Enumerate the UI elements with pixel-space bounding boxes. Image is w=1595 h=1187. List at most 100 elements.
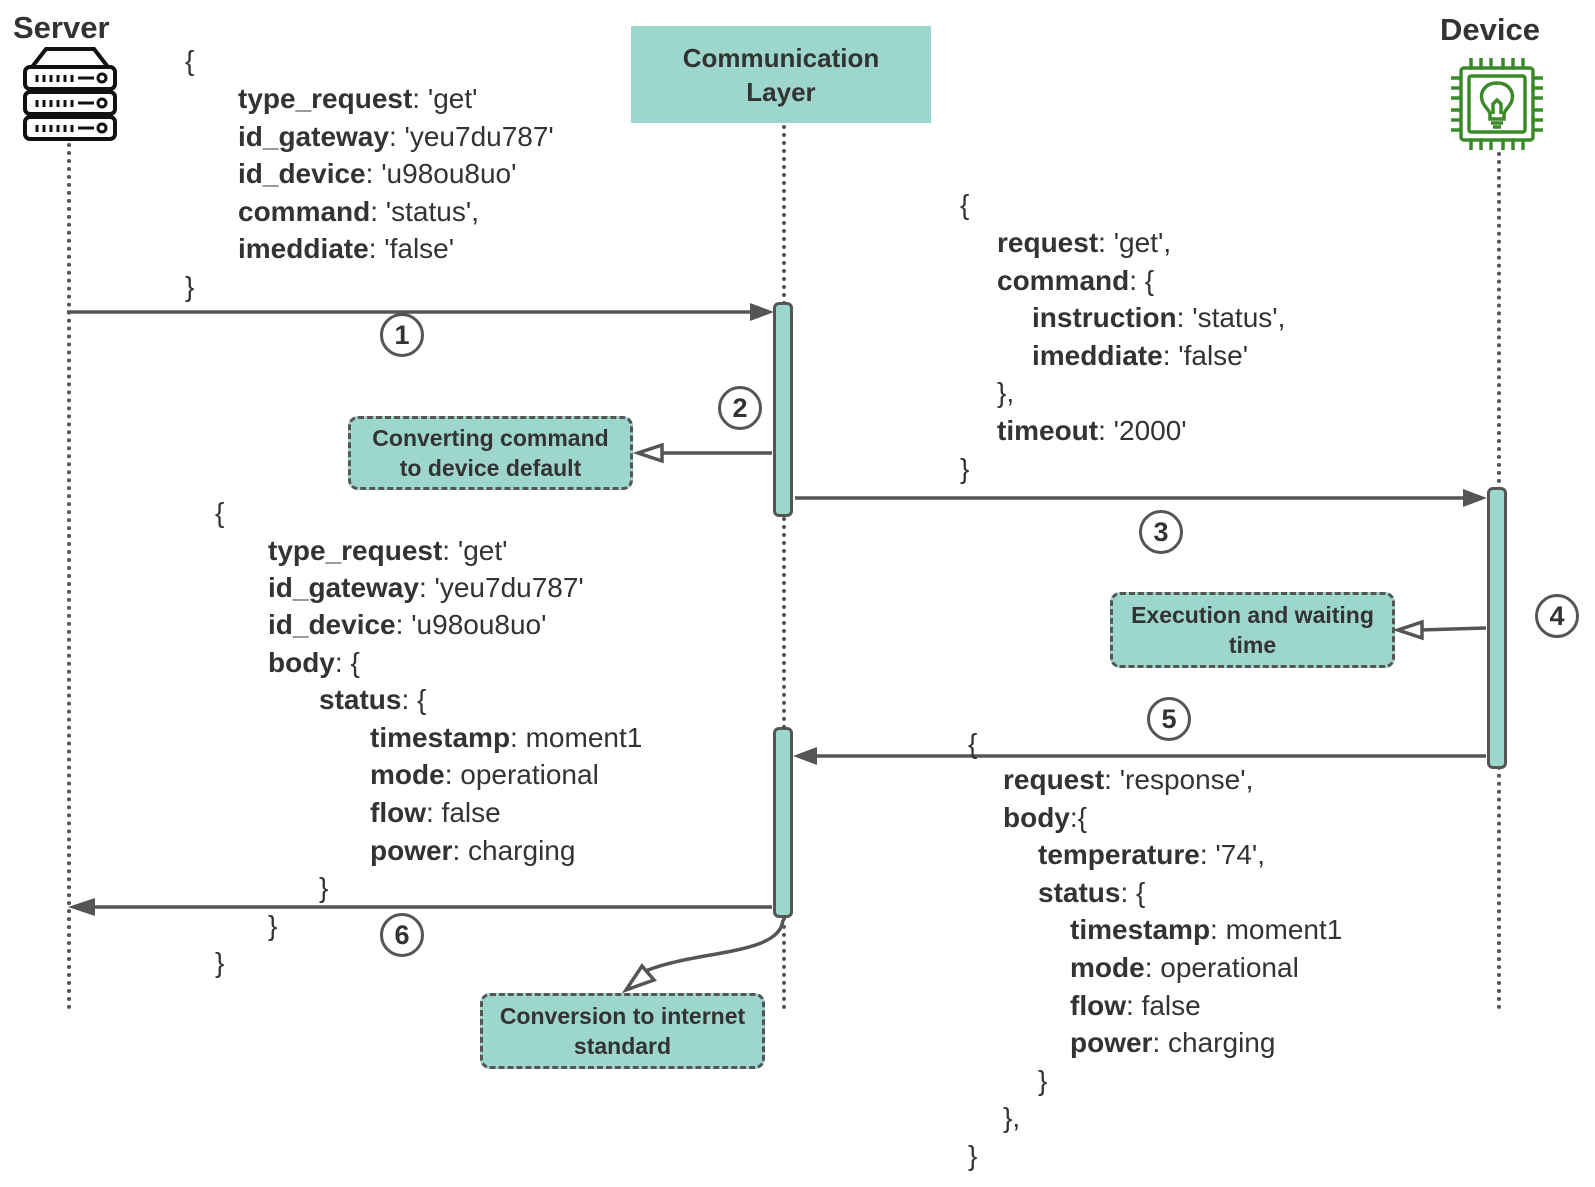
step-1: 1 bbox=[380, 313, 424, 357]
communication-layer-title-line2: Layer bbox=[746, 76, 816, 107]
payload-line: } bbox=[960, 450, 969, 488]
payload-line: type_request: 'get' bbox=[268, 532, 507, 570]
payload-value: : false bbox=[426, 797, 501, 828]
payload-line: { bbox=[960, 186, 969, 224]
payload-key: timestamp bbox=[370, 722, 511, 753]
payload-value: } bbox=[215, 947, 225, 978]
server-icon bbox=[23, 47, 117, 141]
payload-line: } bbox=[215, 944, 224, 982]
server-label: Server bbox=[13, 10, 110, 45]
payload-line: instruction: 'status', bbox=[1032, 299, 1285, 337]
execution-note-line2: time bbox=[1228, 632, 1277, 658]
payload-key: mode bbox=[370, 759, 445, 790]
arrow-4 bbox=[1419, 626, 1487, 632]
payload-key: request bbox=[1003, 764, 1105, 795]
payload-line: flow: false bbox=[1070, 987, 1201, 1025]
comm-activation-1 bbox=[773, 302, 793, 517]
converting-note-line1: Converting command bbox=[372, 425, 609, 451]
communication-layer-box: Communication Layer bbox=[631, 26, 931, 123]
payload-key: timeout bbox=[997, 415, 1099, 446]
payload-line: body: { bbox=[268, 644, 360, 682]
payload-value: : 'status', bbox=[1176, 302, 1286, 333]
payload-value: { bbox=[185, 45, 195, 76]
payload-value: : 'status', bbox=[370, 196, 479, 227]
payload-line: id_gateway: 'yeu7du787' bbox=[268, 569, 584, 607]
payload-value: } bbox=[1038, 1065, 1048, 1096]
payload-line: request: 'response', bbox=[1003, 761, 1253, 799]
payload-value: : '2000' bbox=[1098, 415, 1187, 446]
payload-value: : charging bbox=[1152, 1027, 1276, 1058]
payload-line: flow: false bbox=[370, 794, 501, 832]
device-activation bbox=[1487, 487, 1507, 769]
payload-value: : operational bbox=[444, 759, 599, 790]
payload-line: command: 'status', bbox=[238, 193, 479, 231]
payload-value: { bbox=[215, 497, 225, 528]
payload-line: } bbox=[185, 268, 194, 306]
payload-value: : 'response', bbox=[1104, 764, 1254, 795]
payload-key: body bbox=[268, 647, 335, 678]
payload-value: : 'get', bbox=[1098, 227, 1172, 258]
payload-key: status bbox=[319, 684, 402, 715]
payload-line: timeout: '2000' bbox=[997, 412, 1187, 450]
payload-value: } bbox=[960, 453, 970, 484]
payload-line: type_request: 'get' bbox=[238, 80, 477, 118]
arrow-conversion bbox=[638, 919, 785, 980]
step-5: 5 bbox=[1147, 697, 1191, 741]
payload-line: } bbox=[268, 907, 277, 945]
payload-line: } bbox=[968, 1137, 977, 1175]
payload-value: }, bbox=[1003, 1102, 1021, 1133]
payload-key: type_request bbox=[268, 535, 443, 566]
payload-key: type_request bbox=[238, 83, 413, 114]
payload-key: id_device bbox=[238, 158, 366, 189]
payload-key: id_gateway bbox=[238, 121, 389, 152]
payload-line: request: 'get', bbox=[997, 224, 1171, 262]
server-lifeline bbox=[67, 143, 71, 1010]
converting-command-note: Converting command to device default bbox=[348, 416, 633, 490]
payload-value: } bbox=[319, 872, 329, 903]
step-6: 6 bbox=[380, 913, 424, 957]
payload-line: power: charging bbox=[1070, 1024, 1275, 1062]
payload-line: { bbox=[185, 42, 194, 80]
payload-line: status: { bbox=[1038, 874, 1145, 912]
payload-value: : 'false' bbox=[368, 233, 455, 264]
payload-key: mode bbox=[1070, 952, 1145, 983]
payload-value: : moment1 bbox=[510, 722, 643, 753]
chip-lightbulb-icon bbox=[1451, 58, 1543, 150]
payload-line: } bbox=[1038, 1062, 1047, 1100]
step-3: 3 bbox=[1139, 510, 1183, 554]
payload-line: mode: operational bbox=[370, 756, 599, 794]
payload-value: : 'get' bbox=[442, 535, 508, 566]
device-label: Device bbox=[1440, 12, 1540, 47]
payload-line: power: charging bbox=[370, 832, 575, 870]
payload-key: id_device bbox=[268, 609, 396, 640]
payload-line: imeddiate: 'false' bbox=[1032, 337, 1248, 375]
payload-value: } bbox=[968, 1140, 978, 1171]
payload-line: id_device: 'u98ou8uo' bbox=[238, 155, 516, 193]
payload-value: : { bbox=[401, 684, 427, 715]
payload-key: flow bbox=[1070, 990, 1126, 1021]
payload-key: id_gateway bbox=[268, 572, 419, 603]
payload-value: :{ bbox=[1069, 802, 1088, 833]
converting-note-line2: to device default bbox=[399, 455, 582, 481]
payload-line: id_gateway: 'yeu7du787' bbox=[238, 118, 554, 156]
payload-line: } bbox=[319, 869, 328, 907]
payload-line: { bbox=[215, 494, 224, 532]
payload-value: : 'yeu7du787' bbox=[388, 121, 554, 152]
payload-line: mode: operational bbox=[1070, 949, 1299, 987]
payload-key: command bbox=[238, 196, 371, 227]
payload-value: : 'u98ou8uo' bbox=[395, 609, 547, 640]
payload-value: { bbox=[968, 728, 978, 759]
payload-line: temperature: '74', bbox=[1038, 836, 1265, 874]
execution-note-line1: Execution and waiting bbox=[1131, 602, 1374, 628]
payload-line: command: { bbox=[997, 262, 1154, 300]
payload-line: timestamp: moment1 bbox=[370, 719, 642, 757]
payload-key: power bbox=[1070, 1027, 1153, 1058]
payload-value: : 'get' bbox=[412, 83, 478, 114]
payload-value: : { bbox=[1120, 877, 1146, 908]
payload-value: : false bbox=[1126, 990, 1201, 1021]
payload-line: { bbox=[968, 725, 977, 763]
step-4: 4 bbox=[1535, 594, 1579, 638]
communication-layer-title-line1: Communication bbox=[682, 42, 880, 73]
payload-line: body:{ bbox=[1003, 799, 1087, 837]
